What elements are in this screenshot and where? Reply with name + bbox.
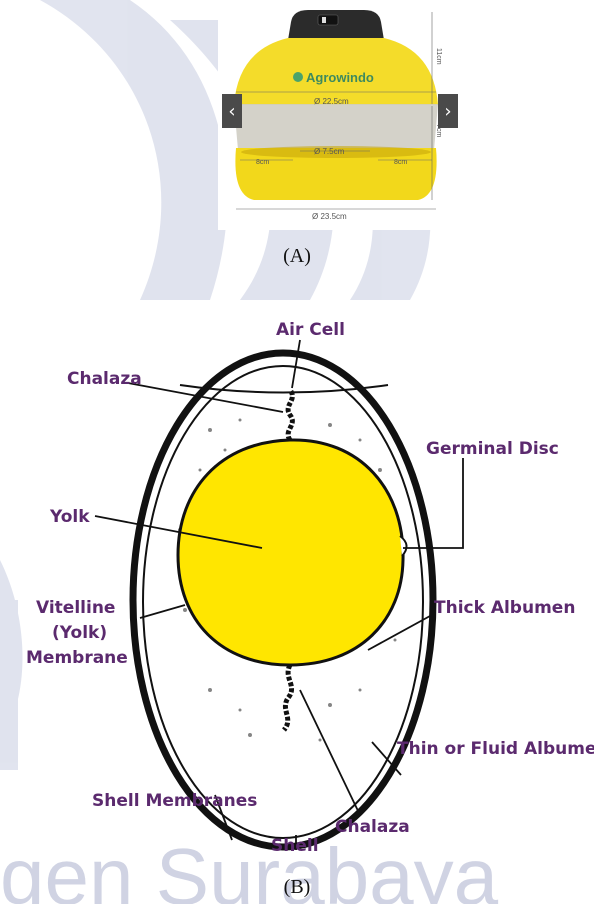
power-switch <box>318 15 338 25</box>
label-chalaza-bottom: Chalaza <box>335 817 410 837</box>
brand-label: Agrowindo <box>306 70 374 85</box>
next-image-button[interactable]: › <box>438 94 458 128</box>
dim-height-total: 11cm <box>435 48 442 65</box>
dim-right-span: 8cm <box>394 159 407 166</box>
label-shell-membranes: Shell Membranes <box>92 791 257 811</box>
dim-left-span: 8cm <box>256 159 269 166</box>
label-vitelline-line2: (Yolk) <box>52 623 107 643</box>
dim-bottom-diameter: Ø 23.5cm <box>312 212 347 221</box>
label-chalaza-top: Chalaza <box>67 369 142 389</box>
label-yolk: Yolk <box>49 507 90 527</box>
egg-anatomy-diagram: Air Cell Chalaza Germinal Disc Yolk Vite… <box>0 300 594 870</box>
label-germinal-disc: Germinal Disc <box>426 439 559 459</box>
label-thick-albumen: Thick Albumen <box>434 598 575 618</box>
incubator-window <box>234 104 438 150</box>
label-vitelline-line1: Vitelline <box>36 598 115 618</box>
label-vitelline-line3: Membrane <box>26 648 128 668</box>
incubator-photo-panel: Agrowindo Ø 22.5cm Ø 7.5cm 8cm 8cm Ø 23.… <box>218 0 454 230</box>
dim-top-diameter: Ø 22.5cm <box>314 97 349 106</box>
label-shell: Shell <box>271 836 319 856</box>
label-thin-albumen: Thin or Fluid Albumen <box>397 739 594 759</box>
egg-yolk <box>178 440 403 665</box>
incubator-illustration: Agrowindo Ø 22.5cm Ø 7.5cm 8cm 8cm Ø 23.… <box>218 0 454 230</box>
caption-a: (A) <box>0 245 594 268</box>
prev-image-button[interactable]: ‹ <box>222 94 242 128</box>
caption-b: (B) <box>0 876 594 899</box>
dim-inner-diameter: Ø 7.5cm <box>314 147 345 156</box>
label-air-cell: Air Cell <box>276 320 345 340</box>
